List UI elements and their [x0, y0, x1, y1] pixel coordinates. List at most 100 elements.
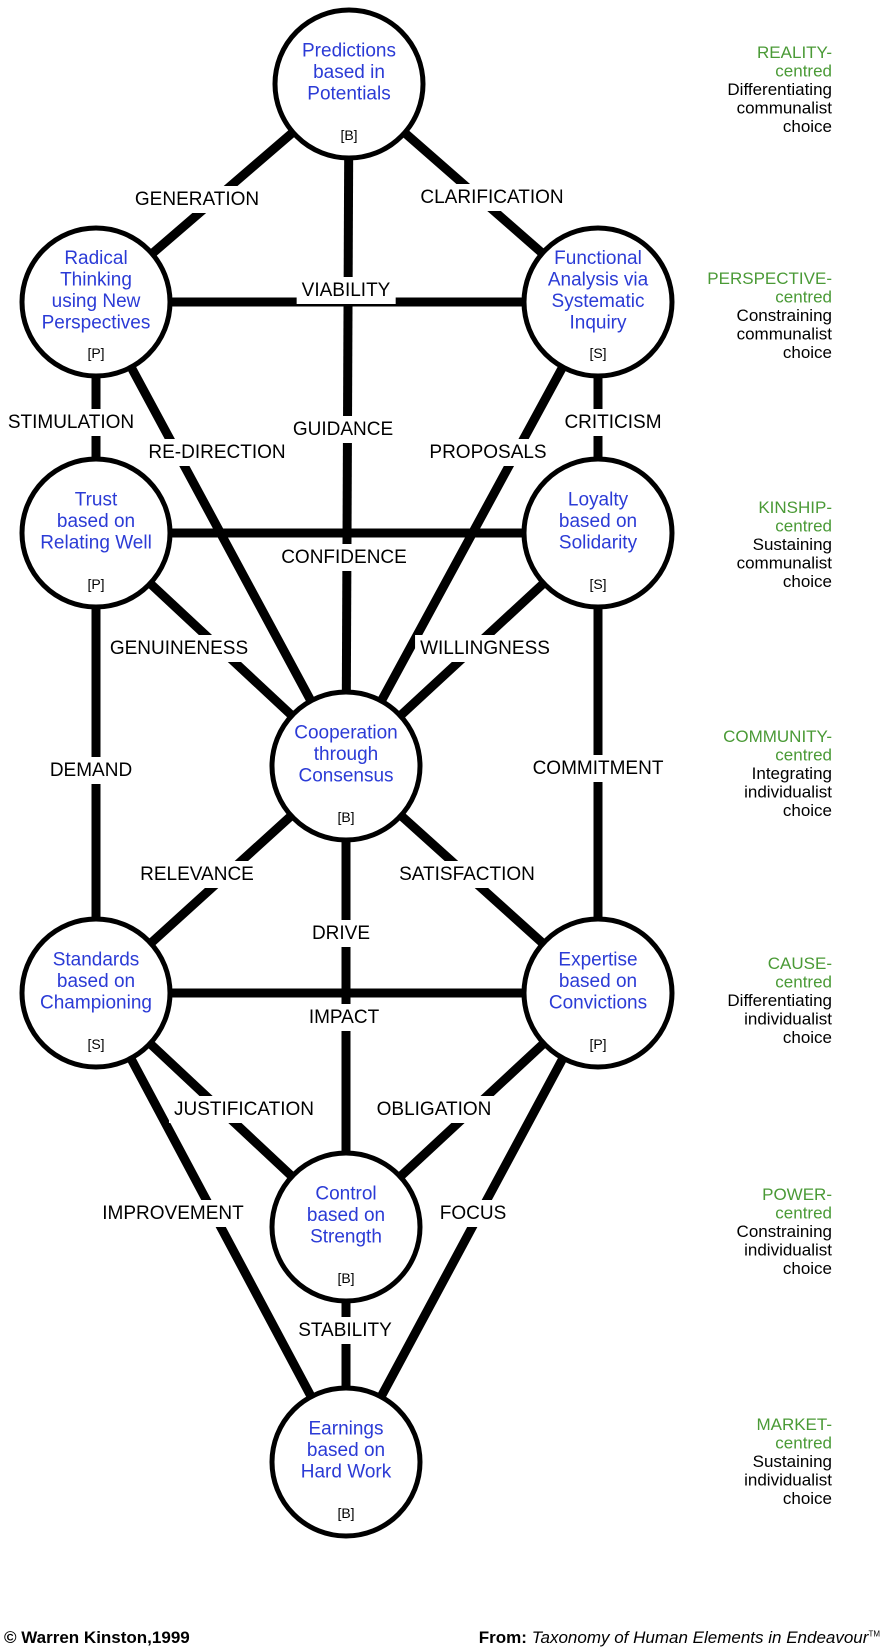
- level-description-line: Constraining: [737, 1222, 832, 1241]
- level-description-line: choice: [783, 343, 832, 362]
- level-title-suffix: centred: [775, 1434, 832, 1453]
- level-title-suffix: centred: [775, 288, 832, 307]
- node-label-line: Perspectives: [42, 312, 151, 333]
- node-label-line: based on: [307, 1205, 385, 1226]
- level-title: MARKET-: [756, 1415, 832, 1434]
- edge-label-background: [129, 186, 265, 213]
- level-captions: REALITY-centredDifferentiatingcommunalis…: [707, 43, 832, 1508]
- edge-label-relevance: RELEVANCE: [140, 864, 254, 885]
- edge-label-commitment: COMMITMENT: [533, 758, 664, 779]
- level-title: COMMUNITY-: [723, 727, 832, 746]
- node-circle: [272, 7, 426, 161]
- edge-label-satisfaction: SATISFACTION: [399, 864, 535, 885]
- node-type-tag: [B]: [337, 1505, 354, 1521]
- node-label-line: Trust: [75, 490, 118, 511]
- from-label: From:: [478, 1628, 527, 1647]
- edge-label-clarification: CLARIFICATION: [420, 187, 563, 208]
- edge-label-background: [287, 416, 399, 443]
- node-type-tag: [P]: [589, 1036, 606, 1052]
- level-title: REALITY-: [757, 43, 832, 62]
- level-caption-reality: REALITY-centredDifferentiatingcommunalis…: [727, 43, 832, 136]
- source-title: Taxonomy of Human Elements in Endeavour: [531, 1628, 869, 1647]
- edge-label-genuineness: GENUINENESS: [110, 638, 248, 659]
- level-description-line: Differentiating: [727, 991, 832, 1010]
- node-type-tag: [S]: [589, 576, 606, 592]
- node-label-line: using New: [52, 291, 141, 312]
- node-circle: [19, 225, 173, 379]
- edge-label-background: [296, 277, 396, 304]
- node-label-line: Analysis via: [548, 269, 649, 290]
- node-type-tag: [P]: [87, 345, 104, 361]
- copyright-text: © Warren Kinston,1999: [4, 1628, 190, 1647]
- node-circle: [521, 916, 675, 1070]
- node-label-line: based in: [313, 62, 385, 83]
- node-label-line: Cooperation: [294, 723, 398, 744]
- level-description-line: Differentiating: [727, 80, 832, 99]
- node-label-line: Systematic: [552, 291, 645, 312]
- node-label-line: Loyalty: [568, 490, 629, 511]
- edge-label-background: [424, 439, 552, 466]
- node-circle: [19, 916, 173, 1070]
- level-description-line: communalist: [737, 325, 833, 344]
- level-title: POWER-: [762, 1185, 832, 1204]
- edge-label-background: [2, 409, 140, 436]
- copyright-notice: © Warren Kinston,1999: [4, 1628, 190, 1648]
- node-label-line: Consensus: [298, 766, 393, 787]
- level-title-suffix: centred: [775, 973, 832, 992]
- edge-label-background: [303, 1004, 385, 1031]
- level-title: CAUSE-: [768, 954, 832, 973]
- edge-label-focus: FOCUS: [440, 1203, 507, 1224]
- edge-label-improvement: IMPROVEMENT: [102, 1203, 244, 1224]
- level-caption-community: COMMUNITY-centredIntegratingindividualis…: [723, 727, 832, 820]
- node-type-tag: [S]: [589, 345, 606, 361]
- node-label-line: based on: [57, 511, 135, 532]
- edge-label-background: [168, 1096, 320, 1123]
- level-description-line: choice: [783, 1489, 832, 1508]
- edge-label-background: [44, 757, 138, 784]
- level-description-line: Sustaining: [753, 535, 832, 554]
- edge-focus: [342, 990, 602, 1465]
- node-label-line: Standards: [53, 950, 140, 971]
- node-label-line: Predictions: [302, 41, 396, 62]
- edge-label-background: [143, 439, 291, 466]
- edge-label-background: [434, 1200, 512, 1227]
- edge-label-re-direction: RE-DIRECTION: [148, 442, 285, 463]
- edge-label-impact: IMPACT: [309, 1007, 380, 1028]
- node-label-line: Relating Well: [40, 533, 152, 554]
- level-title: PERSPECTIVE-: [707, 269, 832, 288]
- node-circle: [19, 456, 173, 610]
- level-description-line: individualist: [744, 1241, 832, 1260]
- node-label-line: based on: [559, 971, 637, 992]
- edge-label-background: [527, 755, 669, 782]
- level-caption-perspective: PERSPECTIVE-centredConstrainingcommunali…: [707, 269, 832, 362]
- level-description-line: Sustaining: [753, 1452, 832, 1471]
- edge-label-willingness: WILLINGNESS: [420, 638, 550, 659]
- node-label-line: Earnings: [309, 1419, 384, 1440]
- level-description-line: choice: [783, 1259, 832, 1278]
- node-label-line: Control: [315, 1184, 376, 1205]
- source-citation: From: Taxonomy of Human Elements in Ende…: [479, 1628, 880, 1648]
- edge-label-confidence: CONFIDENCE: [281, 547, 407, 568]
- node-label-line: Potentials: [307, 84, 390, 105]
- level-title-suffix: centred: [775, 746, 832, 765]
- edge-label-stimulation: STIMULATION: [8, 412, 134, 433]
- edge-label-justification: JUSTIFICATION: [174, 1099, 314, 1120]
- edge-label-viability: VIABILITY: [302, 280, 391, 301]
- node-type-tag: [B]: [337, 1270, 354, 1286]
- edge-improvement: [92, 990, 350, 1465]
- level-title-suffix: centred: [775, 62, 832, 81]
- edge-label-demand: DEMAND: [50, 760, 132, 781]
- node-circle: [269, 1385, 423, 1539]
- level-title-suffix: centred: [775, 517, 832, 536]
- node-type-tag: [P]: [87, 576, 104, 592]
- edge-label-background: [394, 861, 540, 888]
- level-description-line: choice: [783, 117, 832, 136]
